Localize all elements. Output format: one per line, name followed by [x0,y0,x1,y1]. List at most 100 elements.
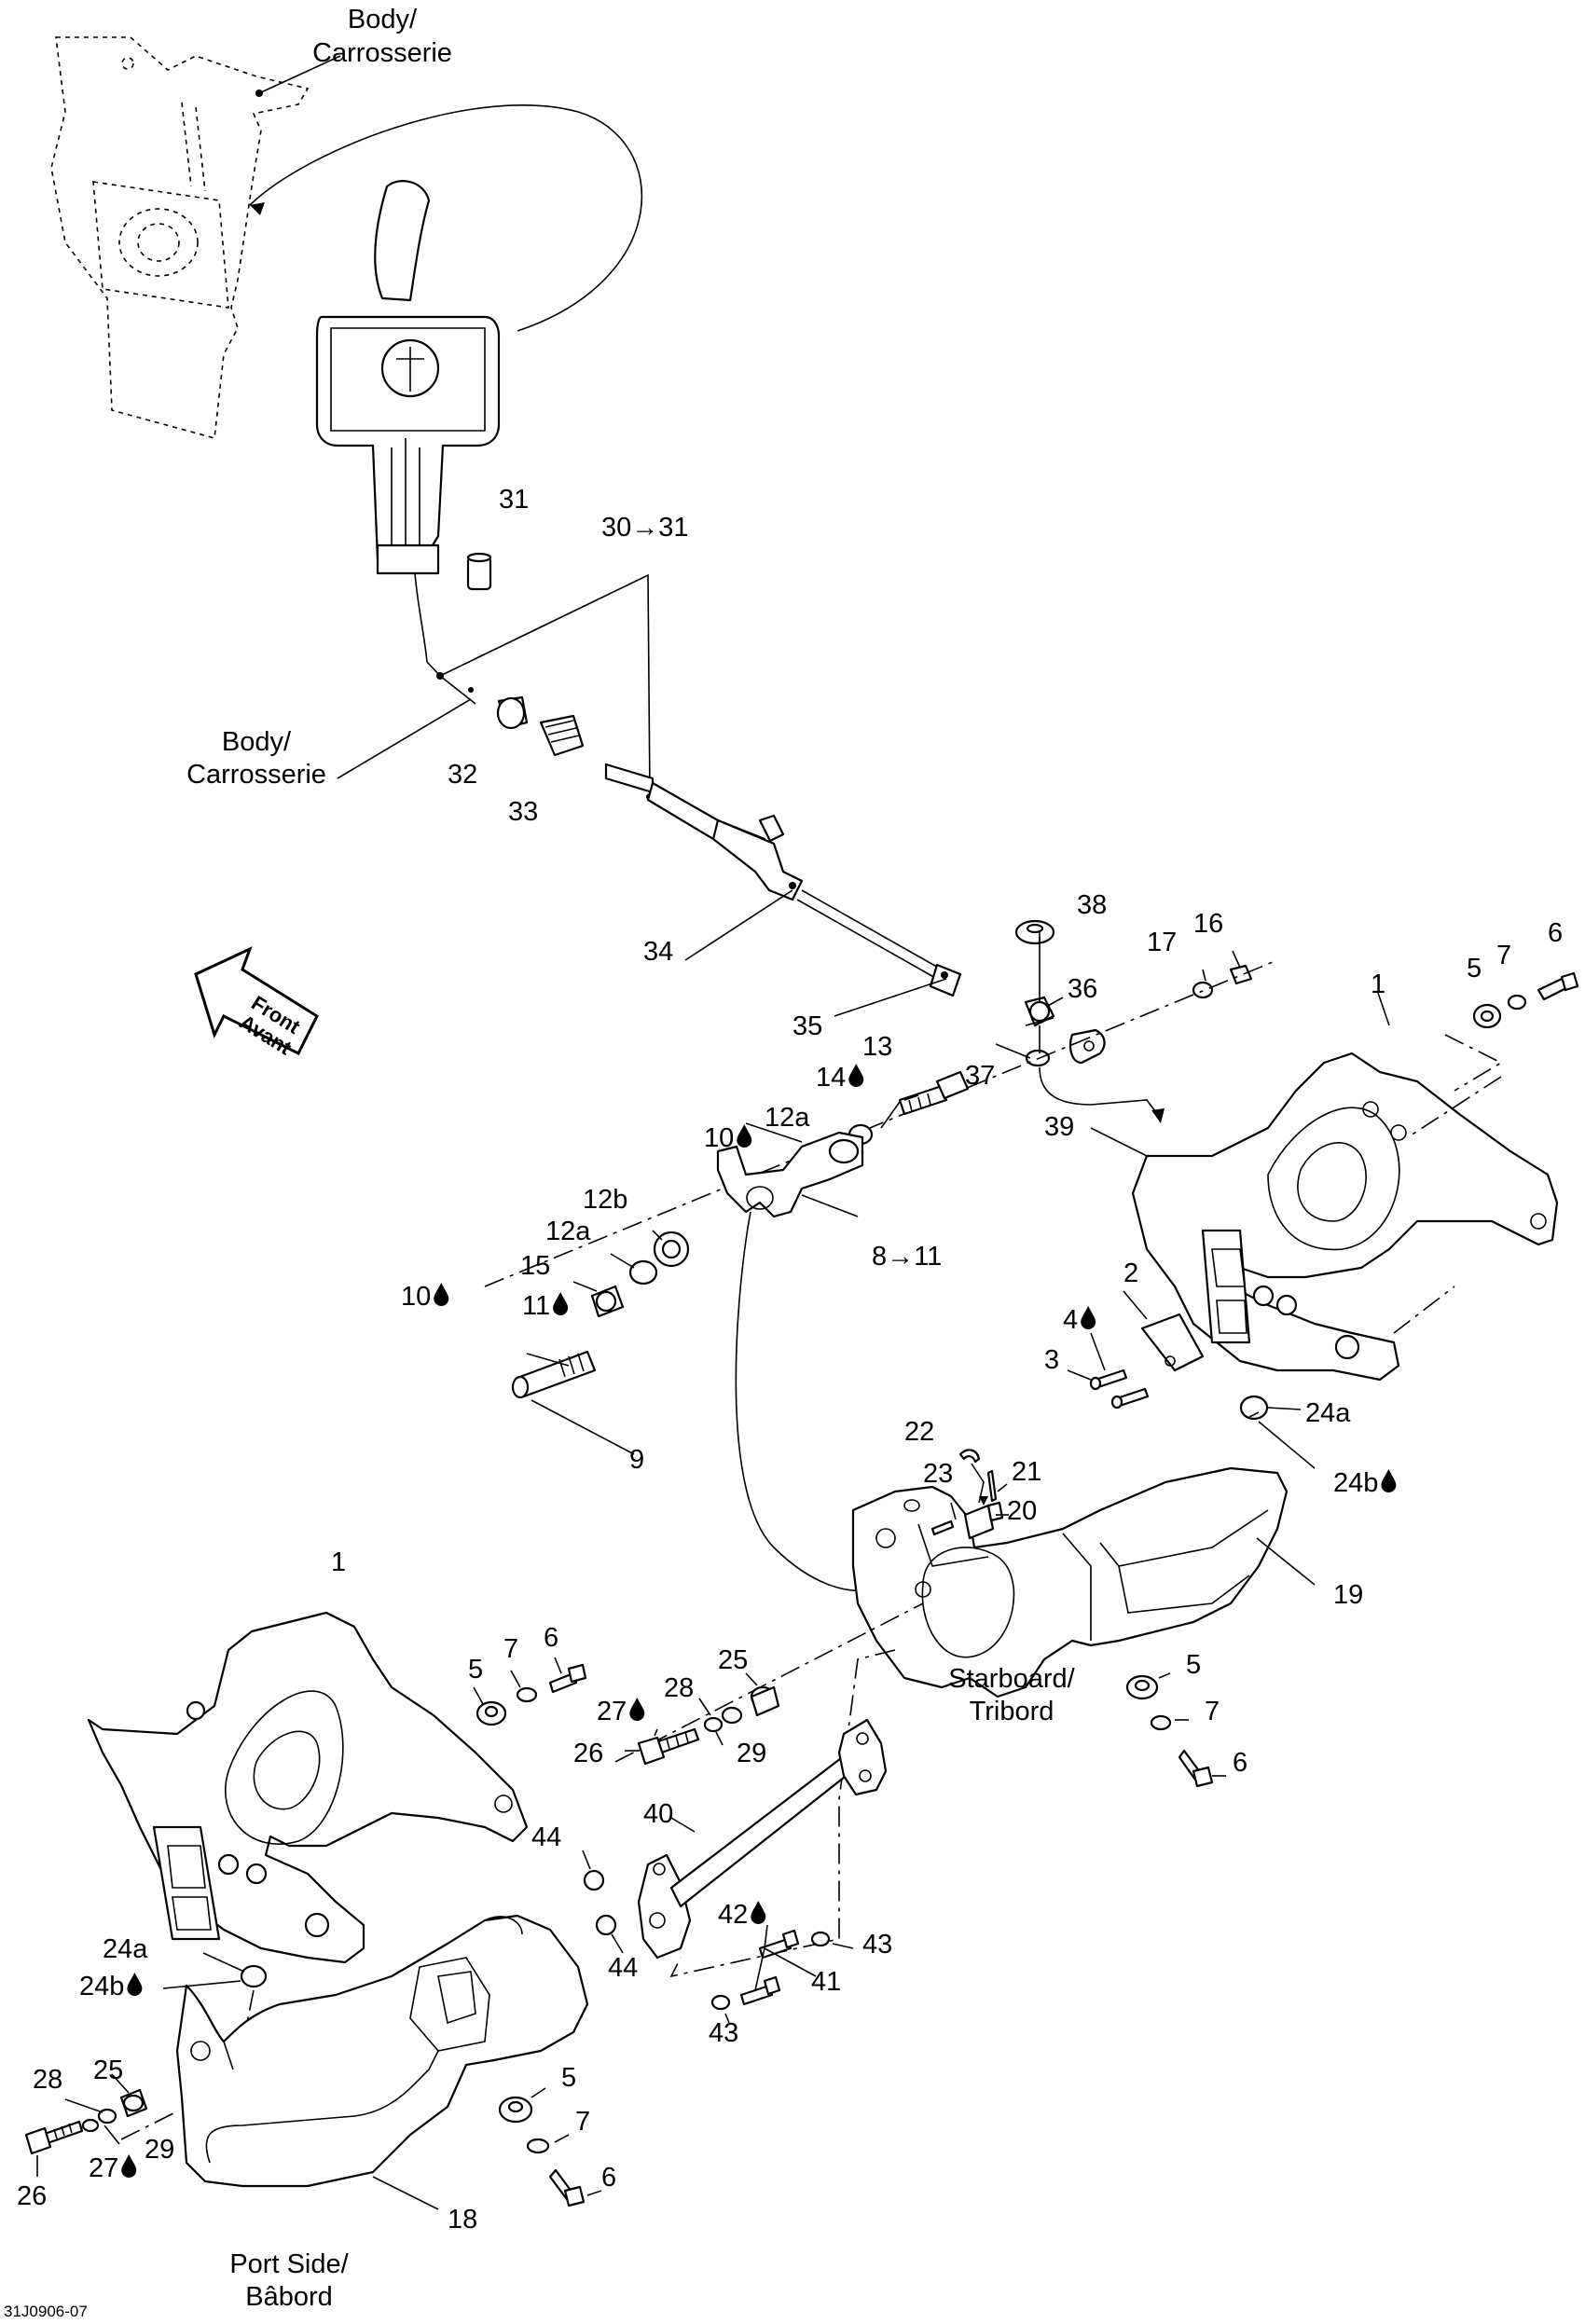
part-number-27: 27 [89,2153,118,2183]
part-34-throttle-cable [604,763,962,997]
part-number-10: 10 [401,1282,431,1312]
part-13-bolt [898,1070,970,1116]
part-number-8→11: 8→11 [872,1242,942,1272]
part-number-13: 13 [862,1032,892,1062]
part-number-6: 6 [544,1623,558,1653]
part-number-14: 14 [816,1063,846,1093]
part-number-28: 28 [33,2065,62,2095]
part-number-37: 37 [965,1061,995,1091]
throttle-control-housing [315,180,501,663]
part-number-30→31: 30→31 [601,513,689,543]
part-number-38: 38 [1077,890,1107,920]
part-number-24b: 24b [1333,1468,1378,1498]
part-number-44: 44 [608,1953,638,1983]
part-2-plate [1140,1313,1205,1372]
part-number-1: 1 [331,1547,346,1577]
part-32-bushing [496,695,529,730]
part-number-39: 39 [1044,1112,1074,1142]
part-number-10: 10 [704,1123,734,1153]
part-1-bracket-starboard [1131,1052,1559,1382]
callout-starboard: Tribord [970,1697,1054,1726]
part-number-11: 11 [522,1291,550,1321]
part-number-7: 7 [575,2107,590,2137]
figure-code: 31J0906-07 [4,2303,88,2320]
part-33-nut [539,714,585,757]
part-number-6: 6 [1233,1748,1247,1778]
part-number-27: 27 [597,1697,627,1726]
part-18-port-handle [175,1914,589,2188]
part-number-2: 2 [1123,1258,1138,1288]
front-direction-arrow: FrontAvant [194,946,319,1060]
lubricant-drop-icon [127,1973,143,1996]
part-number-6: 6 [601,2163,616,2193]
part-number-35: 35 [792,1011,822,1041]
part-number-29: 29 [737,1739,766,1768]
parts-5-6-7-port-lower [498,2096,586,2207]
part-40-tube [637,1718,888,1960]
part-number-12a: 12a [545,1217,591,1246]
part-number-16: 16 [1193,909,1223,939]
callout-body-mid: Carrosserie [186,760,326,790]
part-number-3: 3 [1044,1345,1059,1375]
part-number-9: 9 [629,1445,644,1475]
lubricant-drop-icon [434,1283,449,1306]
body-attach-arc [249,104,643,332]
lubricant-drop-icon [629,1698,645,1721]
part-number-33: 33 [508,797,538,827]
part-number-43: 43 [862,1930,892,1960]
part-8-lever-assembly [716,1131,868,1591]
parts-20-23-small [930,1449,1004,1540]
part-number-43: 43 [709,2018,738,2048]
part-number-7: 7 [1205,1697,1220,1726]
part-number-5: 5 [468,1655,483,1685]
lubricant-drop-icon [1381,1469,1397,1492]
part-number-40: 40 [643,1799,673,1829]
part-number-7: 7 [503,1634,518,1664]
part-number-12b: 12b [583,1185,627,1215]
part-number-15: 15 [520,1251,550,1281]
part-number-5: 5 [1186,1650,1201,1680]
part-44-bushing-upper [583,1869,605,1891]
callout-port: Bâbord [245,2282,333,2312]
part-number-1: 1 [1371,969,1385,999]
part-number-26: 26 [17,2181,47,2211]
part-31-cap [466,552,492,591]
part-number-24a: 24a [103,1934,148,1964]
part-number-21: 21 [1012,1457,1041,1487]
part-number-24a: 24a [1305,1398,1351,1428]
part-38-retainer [1014,919,1055,945]
part-number-42: 42 [718,1900,748,1930]
parts-16-17-nut-washer [1192,964,1253,999]
part-1-bracket-port [87,1611,529,1964]
part-number-25: 25 [718,1645,748,1675]
part-number-44: 44 [531,1822,561,1852]
part-clip-link [1068,1028,1106,1065]
part-number-5: 5 [561,2063,576,2093]
part-number-6: 6 [1548,918,1563,948]
part-number-22: 22 [904,1417,934,1447]
part-number-23: 23 [923,1459,953,1489]
part-number-5: 5 [1467,954,1482,983]
lubricant-drop-icon [1081,1306,1096,1329]
lubricant-drop-icon [737,1124,752,1148]
parts-41-42-43 [710,1929,831,2011]
lubricant-drop-icon [751,1901,766,1924]
part-number-4: 4 [1063,1305,1078,1335]
part-number-24b: 24b [79,1972,124,2001]
part-number-18: 18 [448,2205,477,2235]
callout-starboard: Starboard/ [948,1664,1075,1694]
part-number-36: 36 [1068,974,1097,1004]
part-number-31: 31 [499,485,529,515]
part-number-17: 17 [1147,928,1177,957]
part-number-28: 28 [664,1673,694,1703]
part-9-pin [511,1350,635,1455]
part-number-7: 7 [1496,941,1511,970]
callout-port: Port Side/ [229,2249,349,2279]
parts-5-6-7-port-upper [476,1663,587,1726]
body-outline [50,36,310,440]
part-number-26: 26 [573,1739,603,1768]
lubricant-drop-icon [553,1292,569,1315]
